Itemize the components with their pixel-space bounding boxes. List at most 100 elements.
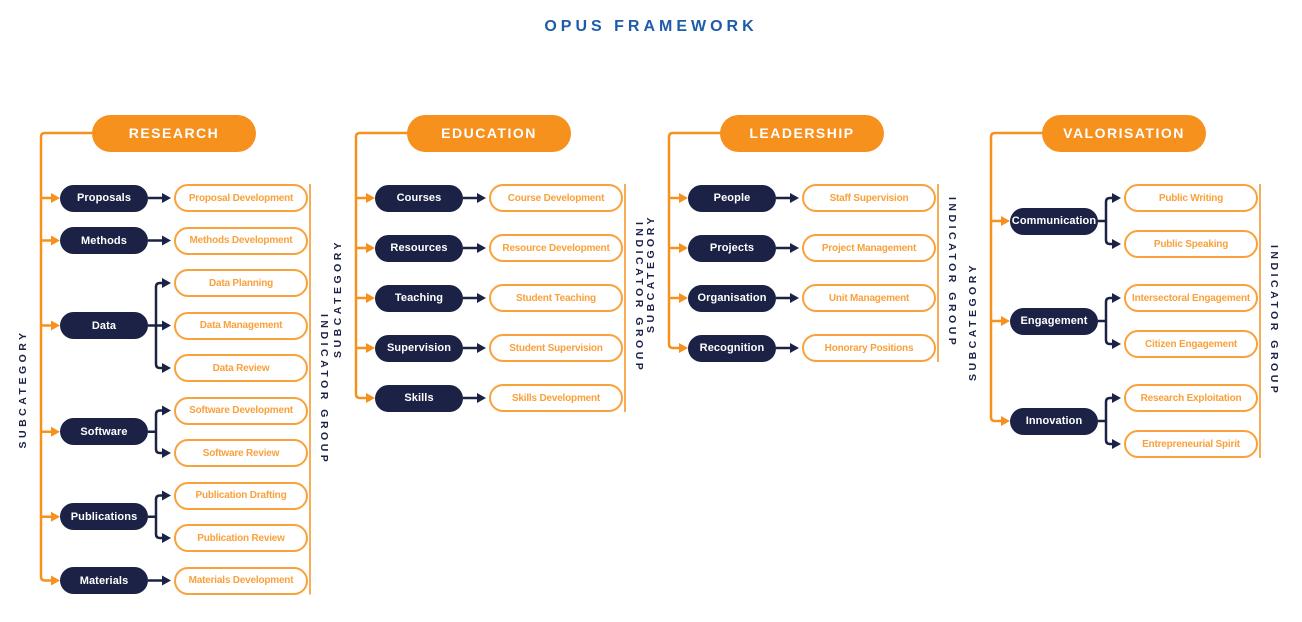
orange-arrowhead <box>1001 416 1010 426</box>
orange-tree-path <box>354 131 410 400</box>
navy-arrowhead <box>1112 393 1121 403</box>
indicator-pill: Intersectoral Engagement <box>1124 284 1258 312</box>
indicator-pill: Project Management <box>802 234 936 262</box>
indicator-pill: Materials Development <box>174 566 308 595</box>
orange-arrowhead <box>1001 216 1010 226</box>
navy-connector-bracket <box>1104 196 1112 246</box>
orange-tree-path <box>667 131 723 350</box>
orange-arrowhead <box>366 243 375 253</box>
subcategory-pill: Teaching <box>375 284 463 312</box>
connector-graphics <box>39 131 311 595</box>
navy-arrowhead <box>162 575 171 586</box>
navy-arrowhead <box>162 448 171 458</box>
navy-arrowhead <box>1112 293 1121 303</box>
indicator-pill: Entrepreneurial Spirit <box>1124 430 1258 458</box>
navy-arrowhead <box>477 393 486 403</box>
indicator-pill: Staff Supervision <box>802 184 936 212</box>
navy-arrowhead <box>477 343 486 353</box>
subcategory-pill: Methods <box>60 227 148 254</box>
navy-arrowhead <box>790 193 799 203</box>
navy-arrowhead <box>162 533 171 543</box>
orange-arrowhead <box>679 193 688 203</box>
indicator-group-axis-label: INDICATOR GROUP <box>318 313 330 465</box>
orange-arrowhead <box>51 193 60 203</box>
indicator-pill: Public Speaking <box>1124 230 1258 258</box>
indicator-pill: Student Teaching <box>489 284 623 312</box>
connector-graphics <box>667 131 939 362</box>
orange-arrowhead <box>366 293 375 303</box>
indicator-group-axis-label: INDICATOR GROUP <box>946 197 958 349</box>
navy-arrowhead <box>1112 193 1121 203</box>
indicator-pill: Software Review <box>174 439 308 467</box>
subcategory-pill: Supervision <box>375 334 463 362</box>
page-title: OPUS FRAMEWORK <box>544 18 758 35</box>
orange-arrowhead <box>51 426 60 437</box>
subcategory-axis-label: SUBCATEGORY <box>17 329 29 449</box>
category-header-education: EDUCATION <box>407 114 571 152</box>
indicator-pill: Citizen Engagement <box>1124 330 1258 358</box>
indicator-pill: Honorary Positions <box>802 334 936 362</box>
orange-arrowhead <box>679 343 688 353</box>
navy-arrowhead <box>162 278 171 288</box>
orange-arrowhead <box>366 343 375 353</box>
navy-arrowhead <box>477 243 486 253</box>
orange-arrowhead <box>51 235 60 246</box>
connector-graphics <box>354 131 626 412</box>
navy-connector-bracket <box>1104 396 1112 446</box>
indicator-pill: Skills Development <box>489 384 623 412</box>
navy-arrowhead <box>1112 339 1121 349</box>
navy-arrowhead <box>162 490 171 501</box>
category-header-research: RESEARCH <box>92 114 256 152</box>
subcategory-axis-label: SUBCATEGORY <box>967 261 979 381</box>
navy-arrowhead <box>162 363 171 373</box>
indicator-group-axis-label: INDICATOR GROUP <box>1268 245 1280 397</box>
orange-tree-path <box>39 131 95 582</box>
subcategory-axis-label: SUBCATEGORY <box>332 238 344 358</box>
indicator-pill: Resource Development <box>489 234 623 262</box>
indicator-pill: Proposal Development <box>174 184 308 212</box>
navy-arrowhead <box>1112 239 1121 249</box>
subcategory-pill: Courses <box>375 184 463 212</box>
category-header-valorisation: VALORISATION <box>1042 114 1206 152</box>
indicator-pill: Publication Drafting <box>174 481 308 510</box>
indicator-group-axis-label: INDICATOR GROUP <box>633 222 645 374</box>
navy-arrowhead <box>790 343 799 353</box>
indicator-pill: Course Development <box>489 184 623 212</box>
indicator-pill: Data Management <box>174 311 308 340</box>
subcategory-pill: Innovation <box>1010 407 1098 435</box>
orange-arrowhead <box>679 293 688 303</box>
orange-arrowhead <box>51 511 60 522</box>
navy-arrowhead <box>1112 439 1121 449</box>
navy-arrowhead <box>790 293 799 303</box>
indicator-pill: Public Writing <box>1124 184 1258 212</box>
indicator-pill: Software Development <box>174 396 308 425</box>
orange-tree-path <box>989 131 1045 423</box>
orange-arrowhead <box>366 193 375 203</box>
orange-arrowhead <box>51 320 60 331</box>
category-header-leadership: LEADERSHIP <box>720 114 884 152</box>
orange-arrowhead <box>1001 316 1010 326</box>
navy-connector-bracket <box>154 409 162 455</box>
orange-arrowhead <box>679 243 688 253</box>
indicator-pill: Methods Development <box>174 226 308 255</box>
navy-arrowhead <box>162 235 171 246</box>
navy-connector-bracket <box>1104 296 1112 346</box>
subcategory-pill: Recognition <box>688 334 776 362</box>
navy-arrowhead <box>477 293 486 303</box>
navy-arrowhead <box>162 320 171 331</box>
connector-graphics <box>989 131 1261 458</box>
navy-arrowhead <box>477 193 486 203</box>
subcategory-pill: Communication <box>1010 207 1098 235</box>
navy-arrowhead <box>790 243 799 253</box>
navy-arrowhead <box>162 405 171 416</box>
subcategory-pill: Skills <box>375 384 463 412</box>
indicator-pill: Research Exploitation <box>1124 384 1258 412</box>
subcategory-pill: Resources <box>375 234 463 262</box>
subcategory-pill: Data <box>60 312 148 339</box>
subcategory-pill: Software <box>60 418 148 446</box>
subcategory-pill: People <box>688 184 776 212</box>
